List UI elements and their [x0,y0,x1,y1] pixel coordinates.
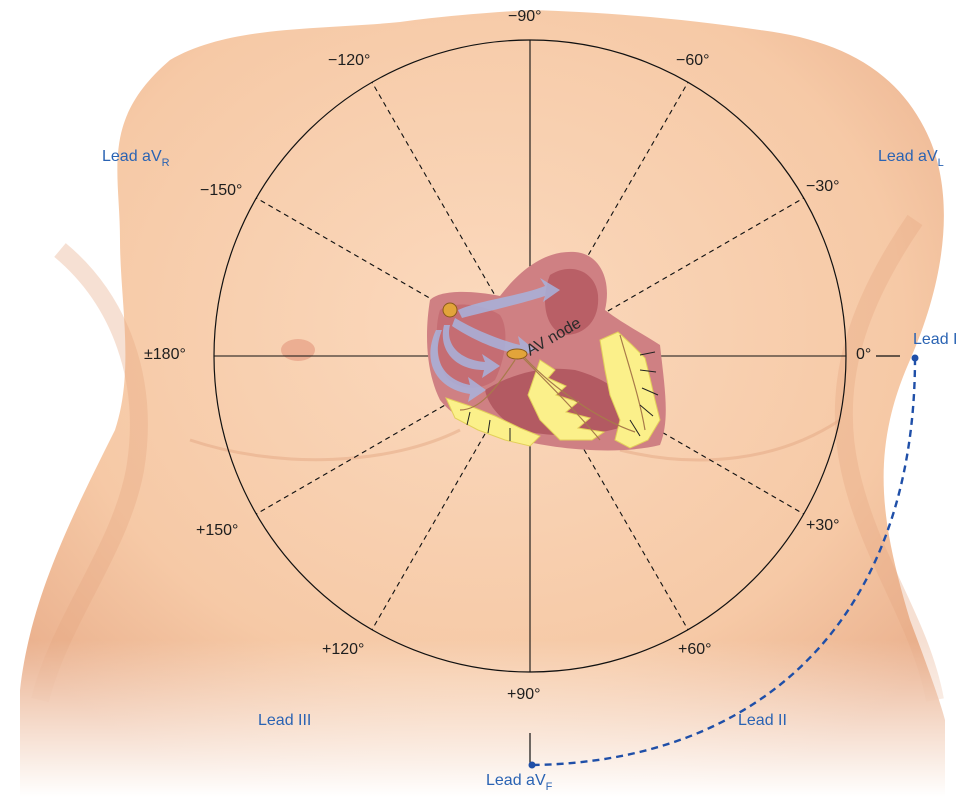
angle-label-180: ±180° [144,346,186,364]
av-node-icon [507,349,527,359]
nipple [281,339,315,361]
lead-avf-label: Lead aVF [486,772,552,793]
lead-avr-text: Lead aV [102,148,162,165]
lead-avr-label: Lead aVR [102,148,170,169]
lead-avf-sub: F [546,781,553,793]
lead-i-label: Lead I [913,331,957,349]
angle-label-m90: −90° [508,8,542,26]
angle-label-m150: −150° [200,182,242,200]
lead-avl-label: Lead aVL [878,148,944,169]
bottom-fade [0,640,965,797]
sa-node-icon [443,303,457,317]
angle-label-0: 0° [856,346,871,364]
angle-label-p30: +30° [806,517,840,535]
angle-label-p60: +60° [678,641,712,659]
lead-avr-sub: R [162,157,170,169]
lead-iii-label: Lead III [258,712,311,730]
lead-avf-dot [529,762,536,769]
angle-label-p150: +150° [196,522,238,540]
angle-label-m30: −30° [806,178,840,196]
lead-ii-label: Lead II [738,712,787,730]
lead-i-dot [912,355,919,362]
angle-label-m120: −120° [328,52,370,70]
lead-avl-text: Lead aV [878,148,938,165]
lead-avf-text: Lead aV [486,772,546,789]
angle-label-p90: +90° [507,686,541,704]
angle-label-p120: +120° [322,641,364,659]
lead-avl-sub: L [938,157,944,169]
angle-label-m60: −60° [676,52,710,70]
